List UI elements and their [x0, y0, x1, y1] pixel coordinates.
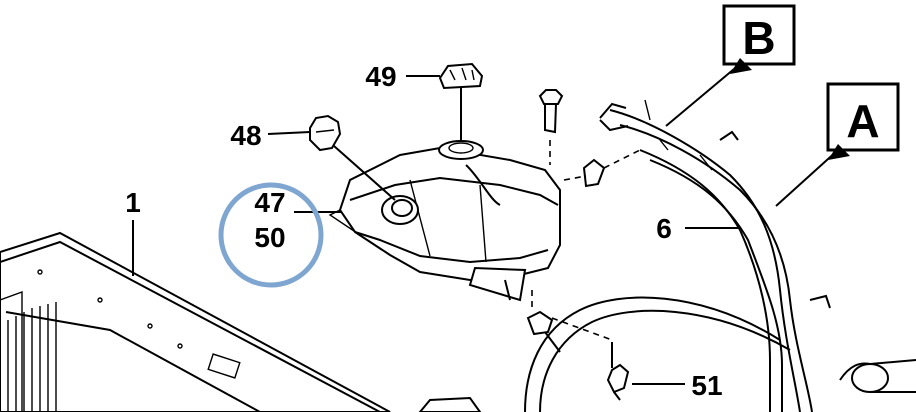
hose-clip: [526, 290, 630, 401]
callout-label-48: 48: [230, 120, 261, 151]
level-sensor-cap: [309, 114, 396, 201]
pipe-end: [839, 359, 916, 393]
callout-box-a: A: [775, 82, 900, 207]
callout-box-b: B: [665, 4, 796, 127]
callout-box-b-label: B: [742, 12, 775, 64]
callout-label-47: 47: [254, 187, 285, 218]
radiator: [0, 231, 482, 412]
filler-cap: [438, 62, 484, 140]
callout-box-a-label: A: [846, 95, 879, 147]
hose-fitting: [563, 149, 641, 188]
expansion-tank: [328, 140, 561, 302]
callout-label-51: 51: [691, 370, 722, 401]
callout-label-6: 6: [656, 213, 672, 244]
callout-label-50: 50: [254, 222, 285, 253]
highlight-circle: [218, 182, 324, 288]
leader-lines: [132, 75, 740, 385]
coolant-hose: [524, 99, 831, 412]
bolt: [538, 89, 564, 165]
callout-label-49: 49: [365, 61, 396, 92]
callout-label-1: 1: [125, 187, 141, 218]
